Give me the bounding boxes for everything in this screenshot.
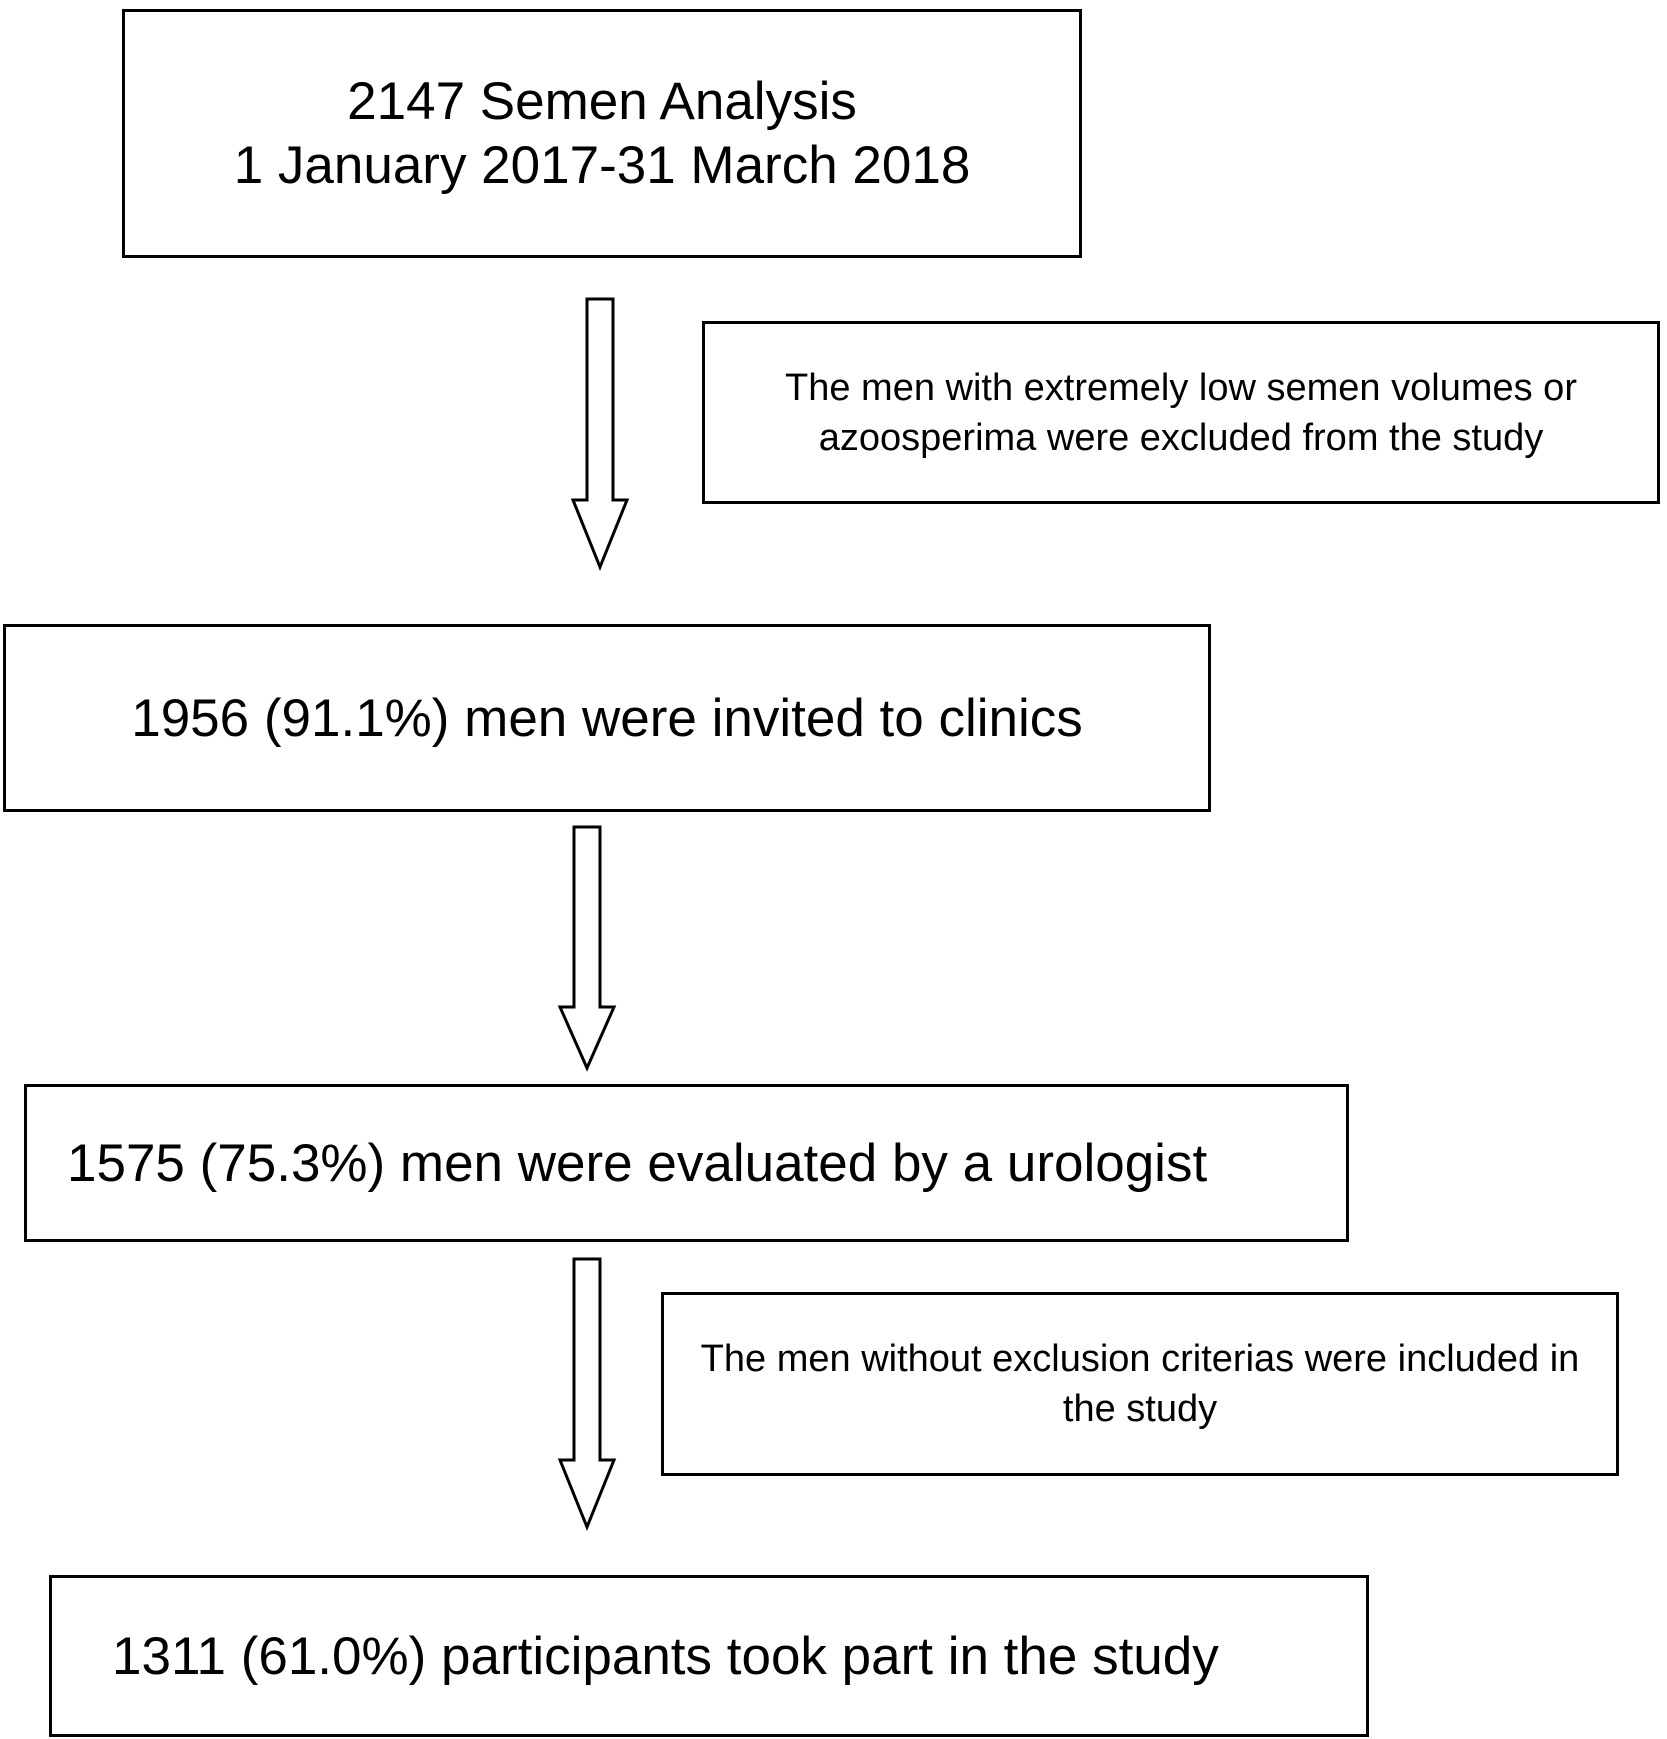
down-arrow-2 (557, 825, 617, 1072)
step-3-box: 1575 (75.3%) men were evaluated by a uro… (24, 1084, 1349, 1242)
step-4-box: 1311 (61.0%) participants took part in t… (49, 1575, 1369, 1737)
inclusion-note-box: The men without exclusion criterias were… (661, 1292, 1619, 1476)
step-2-text: 1956 (91.1%) men were invited to clinics (131, 688, 1083, 748)
step-3-text: 1575 (75.3%) men were evaluated by a uro… (67, 1133, 1208, 1193)
inclusion-note-line-2: the study (1062, 1388, 1218, 1430)
step-1-line-2: 1 January 2017-31 March 2018 (233, 135, 971, 195)
exclusion-note-line-2: azoosperima were excluded from the study (818, 416, 1544, 459)
exclusion-note-box: The men with extremely low semen volumes… (702, 321, 1660, 504)
step-4-text: 1311 (61.0%) participants took part in t… (112, 1626, 1219, 1686)
step-1-line-1: 2147 Semen Analysis (347, 71, 857, 131)
down-arrow-3 (557, 1257, 617, 1532)
step-1-box: 2147 Semen Analysis 1 January 2017-31 Ma… (122, 9, 1082, 258)
step-2-box: 1956 (91.1%) men were invited to clinics (3, 624, 1211, 812)
down-arrow-1 (570, 297, 630, 572)
exclusion-note-line-1: The men with extremely low semen volumes… (785, 366, 1577, 409)
inclusion-note-line-1: The men without exclusion criterias were… (700, 1338, 1580, 1380)
